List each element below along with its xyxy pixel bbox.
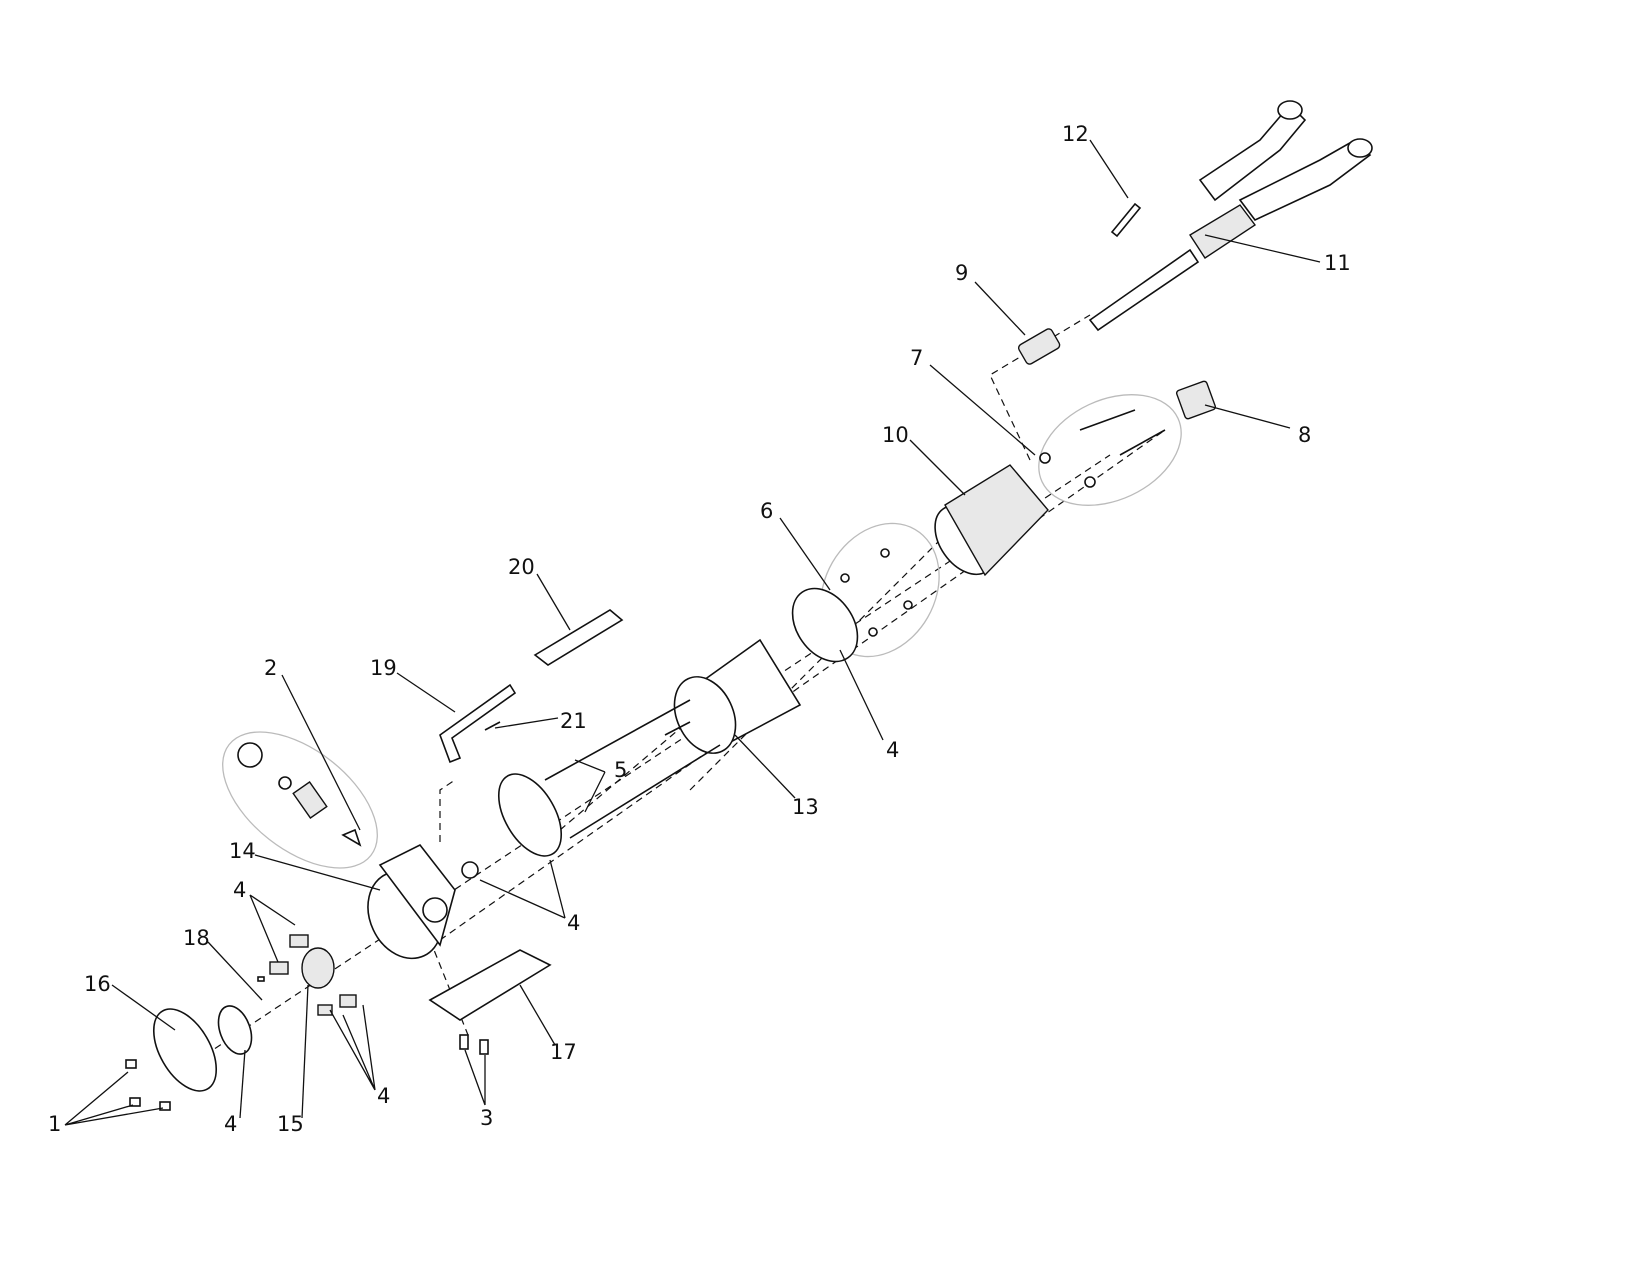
end-cap-part-10	[934, 464, 1049, 577]
label-tag-part-12	[1110, 202, 1142, 238]
callout-6: 6	[760, 499, 773, 523]
callout-5: 5	[614, 758, 627, 782]
cover-plate-part-16	[125, 976, 265, 1111]
callout-1: 1	[48, 1112, 61, 1136]
callout-4-oring: 4	[567, 911, 580, 935]
screws-part-7	[1039, 409, 1166, 488]
switch-part-8	[1175, 380, 1217, 420]
o-ring-part-4	[217, 773, 563, 1055]
hex-key-part-19	[439, 683, 517, 764]
cable-gland-part-9	[1017, 328, 1061, 365]
callout-17: 17	[550, 1040, 577, 1064]
callout-4-seal: 4	[233, 878, 246, 902]
callout-4-cover: 4	[224, 1112, 237, 1136]
screw-part-21	[484, 721, 501, 731]
callout-10: 10	[882, 423, 909, 447]
callout-15: 15	[277, 1112, 304, 1136]
callout-8: 8	[1298, 423, 1311, 447]
callout-7: 7	[910, 346, 923, 370]
callout-4-impeller: 4	[377, 1084, 390, 1108]
callout-20: 20	[508, 555, 535, 579]
base-plate-part-17	[428, 949, 552, 1055]
callout-14: 14	[229, 839, 256, 863]
callout-11: 11	[1324, 251, 1351, 275]
callout-18: 18	[183, 926, 210, 950]
pump-housing-part-14	[367, 843, 479, 960]
callout-labels: 12 11 9 7 8 10 6 20 19 2 21 5 4 13 14 4 …	[48, 122, 1351, 1136]
motor-part-13	[664, 638, 802, 754]
bracket-part-20	[533, 609, 624, 666]
callout-16: 16	[84, 972, 111, 996]
callout-2: 2	[264, 656, 277, 680]
tie-rods-part-5	[544, 699, 721, 839]
callout-13: 13	[792, 795, 819, 819]
callout-12: 12	[1062, 122, 1089, 146]
subassembly-highlights	[222, 394, 1182, 869]
callout-21: 21	[560, 709, 587, 733]
gasket-part-6	[791, 548, 913, 663]
callout-3: 3	[480, 1106, 493, 1130]
leader-lines	[64, 139, 1321, 1126]
clamp-cable-part-11	[1088, 100, 1373, 332]
callout-4-gasket: 4	[886, 738, 899, 762]
impeller-part-15	[269, 934, 357, 1016]
callout-19: 19	[370, 656, 397, 680]
callout-9: 9	[955, 261, 968, 285]
relief-valve-part-2	[237, 742, 362, 847]
